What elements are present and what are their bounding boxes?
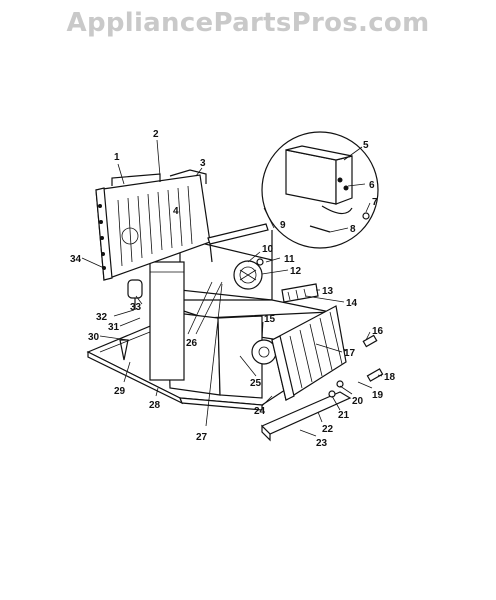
callout-5: 5 — [363, 140, 369, 151]
watermark: AppliancePartsPros.com — [66, 8, 430, 38]
callout-23: 23 — [316, 438, 328, 449]
callout-30: 30 — [88, 332, 100, 343]
callout-15: 15 — [264, 314, 276, 325]
callout-27: 27 — [196, 432, 208, 443]
callout-25: 25 — [250, 378, 262, 389]
callout-31: 31 — [108, 322, 120, 333]
tubing-top — [111, 169, 207, 186]
callout-9: 9 — [280, 220, 286, 231]
cabinet-frame — [149, 230, 331, 399]
callout-32: 32 — [96, 312, 108, 323]
callout-3: 3 — [200, 158, 206, 169]
callout-6: 6 — [369, 180, 375, 191]
control-panel — [281, 283, 319, 303]
callout-11: 11 — [284, 254, 295, 265]
callout-26: 26 — [186, 338, 198, 349]
condenser-coil — [271, 305, 347, 401]
callout-20: 20 — [352, 396, 364, 407]
control-box-inset — [261, 131, 379, 249]
callout-22: 22 — [322, 424, 334, 435]
callout-19: 19 — [372, 390, 384, 401]
callout-21: 21 — [338, 410, 350, 421]
compressor — [127, 279, 143, 310]
condenser-fan — [251, 339, 277, 365]
callout-29: 29 — [114, 386, 126, 397]
callout-1: 1 — [114, 152, 120, 163]
callout-28: 28 — [149, 400, 161, 411]
callout-4: 4 — [173, 206, 179, 217]
callout-13: 13 — [322, 286, 334, 297]
callout-labels: 1 2 3 4 5 6 7 8 9 10 11 12 13 14 15 16 1… — [70, 129, 396, 449]
callout-10: 10 — [262, 244, 274, 255]
callout-17: 17 — [344, 348, 356, 359]
callout-16: 16 — [372, 326, 384, 337]
evaporator-coil — [95, 174, 211, 281]
rail — [260, 391, 352, 442]
leader-lines — [81, 139, 383, 437]
callout-18: 18 — [384, 372, 396, 383]
callout-7: 7 — [372, 197, 378, 208]
callout-2: 2 — [153, 129, 159, 140]
fasteners — [119, 212, 384, 398]
callout-24: 24 — [254, 406, 266, 417]
callout-33: 33 — [130, 302, 142, 313]
callout-14: 14 — [346, 298, 358, 309]
callout-34: 34 — [70, 254, 82, 265]
coil-bracket — [207, 223, 269, 263]
blower-wheel — [233, 260, 263, 290]
callout-8: 8 — [350, 224, 356, 235]
callout-12: 12 — [290, 266, 302, 277]
